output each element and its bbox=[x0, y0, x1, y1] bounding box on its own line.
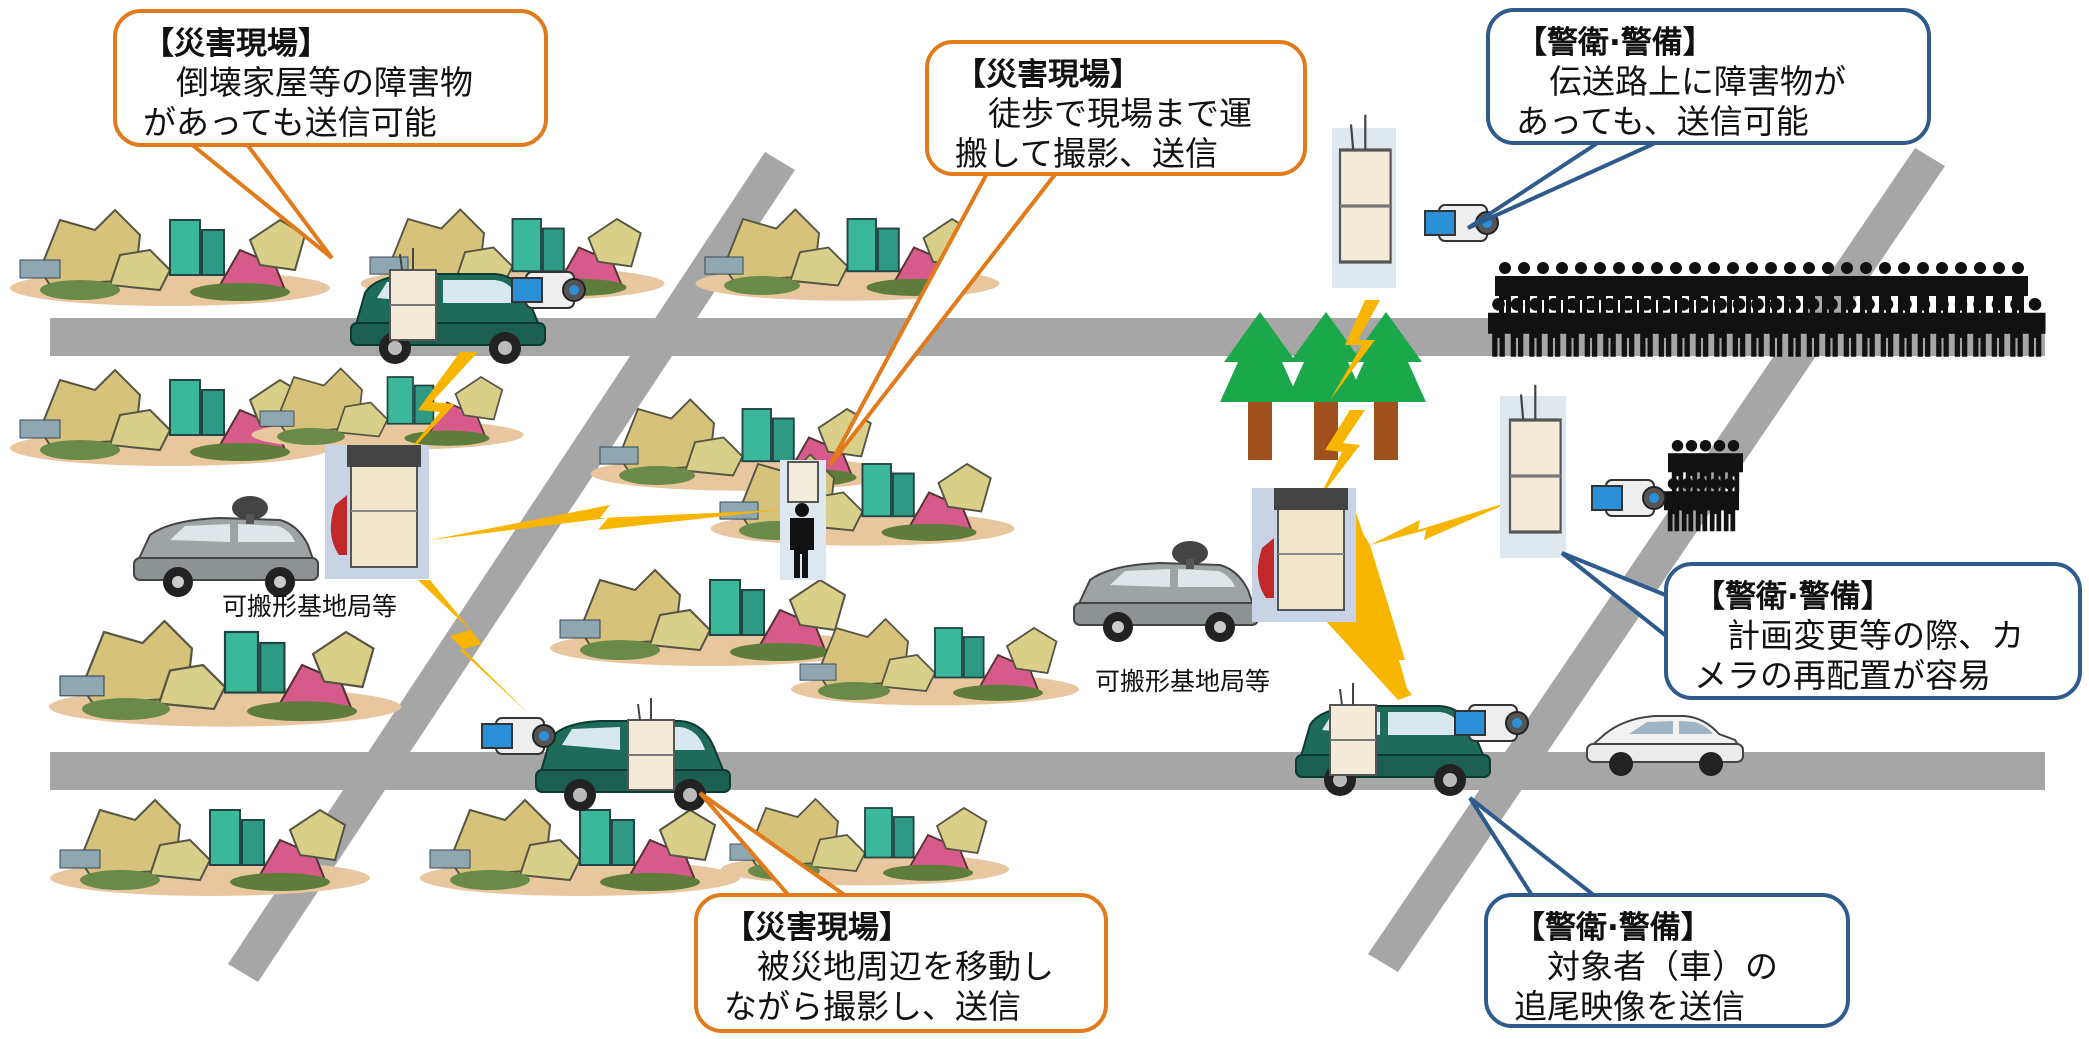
callout-body: 対象者（車）の 追尾映像を送信 bbox=[1514, 947, 1778, 1026]
transmitter-box-icon bbox=[627, 697, 675, 791]
callout-heading: 【警衛·警備】 bbox=[1694, 579, 1892, 615]
callout-security-top-right: 【警衛·警備】 伝送路上に障害物が あっても、送信可能 bbox=[1486, 8, 1931, 145]
video-camera-icon bbox=[481, 717, 556, 755]
callout-security-mid-right: 【警衛·警備】 計画変更等の際、カ メラの再配置が容易 bbox=[1664, 562, 2082, 700]
callout-heading: 【災害現場】 bbox=[724, 910, 910, 946]
callout-heading: 【警衛·警備】 bbox=[1514, 910, 1712, 946]
callout-disaster-top-center: 【災害現場】 徒歩で現場まで運 搬して撮影、送信 bbox=[925, 40, 1307, 176]
callout-body: 倒壊家屋等の障害物 があっても送信可能 bbox=[143, 63, 473, 142]
transmitter-box-icon bbox=[1329, 682, 1377, 776]
video-camera-icon bbox=[1454, 704, 1529, 742]
callout-disaster-bottom: 【災害現場】 被災地周辺を移動し ながら撮影し、送信 bbox=[694, 893, 1108, 1033]
base-station-label-left: 可搬形基地局等 bbox=[222, 592, 398, 621]
callout-heading: 【災害現場】 bbox=[143, 26, 329, 62]
transmitter-box-icon bbox=[1332, 113, 1396, 288]
transmitter-box-icon bbox=[1251, 487, 1357, 623]
video-camera-icon bbox=[1591, 479, 1666, 517]
walking-operator-icon bbox=[780, 460, 826, 580]
satellite-van-icon bbox=[1073, 540, 1259, 643]
satellite-van-icon bbox=[133, 495, 319, 598]
callout-heading: 【災害現場】 bbox=[955, 57, 1141, 93]
callout-body: 徒歩で現場まで運 搬して撮影、送信 bbox=[955, 94, 1252, 173]
video-camera-icon bbox=[511, 271, 586, 309]
callout-body: 被災地周辺を移動し ながら撮影し、送信 bbox=[724, 947, 1054, 1026]
callout-disaster-top-left: 【災害現場】 倒壊家屋等の障害物 があっても送信可能 bbox=[113, 9, 548, 147]
callout-body: 伝送路上に障害物が あっても、送信可能 bbox=[1516, 62, 1846, 141]
callout-security-bottom-right: 【警衛·警備】 対象者（車）の 追尾映像を送信 bbox=[1484, 893, 1850, 1028]
callout-pointers bbox=[174, 123, 1696, 922]
video-camera-icon bbox=[1424, 204, 1499, 242]
transmitter-box-icon bbox=[1500, 383, 1566, 558]
transmitter-box-icon bbox=[324, 444, 430, 580]
tree-icon bbox=[1220, 312, 1426, 460]
base-station-label-right: 可搬形基地局等 bbox=[1095, 667, 1271, 696]
callout-body: 計画変更等の際、カ メラの再配置が容易 bbox=[1694, 616, 2024, 695]
callout-heading: 【警衛·警備】 bbox=[1516, 25, 1714, 61]
road-left-diagonal bbox=[228, 152, 795, 982]
